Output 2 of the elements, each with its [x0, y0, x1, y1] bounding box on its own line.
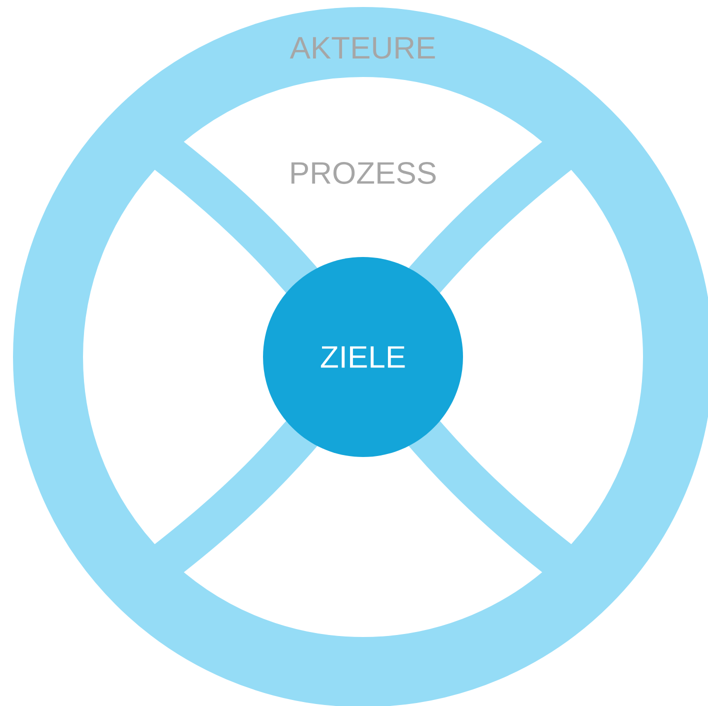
section-label: PROZESS [291, 162, 436, 184]
ring-label: AKTEURE [290, 37, 435, 59]
